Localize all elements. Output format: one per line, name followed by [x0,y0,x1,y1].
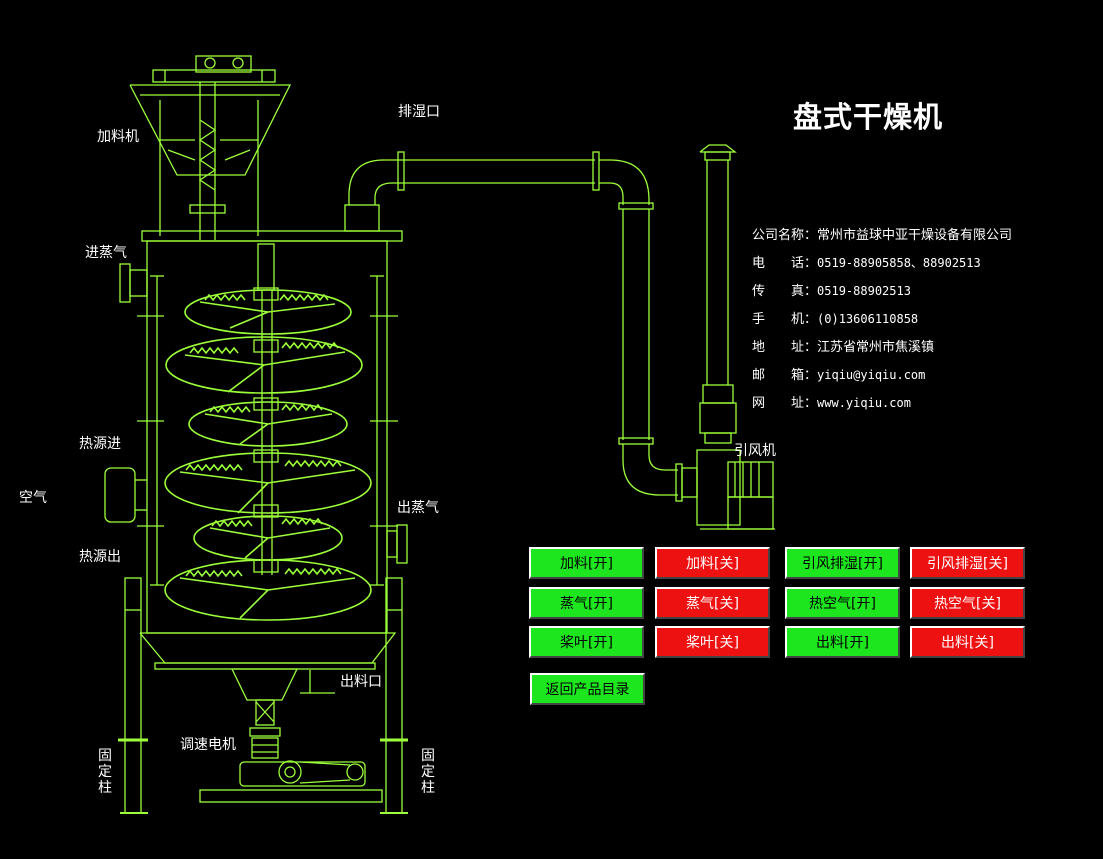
label-motor: 调速电机 [180,737,236,753]
page-title: 盘式干燥机 [793,100,944,134]
feed-on-button[interactable]: 加料[开] [529,547,644,579]
label-fan: 引风机 [734,443,776,459]
paddle-off-button[interactable]: 桨叶[关] [655,626,770,658]
info-company: 公司名称：常州市益球中亚干燥设备有限公司 [752,228,1013,243]
label-heat-in: 热源进 [79,436,121,452]
info-mobile: 手 机：(0)13606110858 [752,312,919,327]
discharge-off-button[interactable]: 出料[关] [910,626,1025,658]
info-website: 网 址：www.yiqiu.com [752,396,911,411]
feed-off-button[interactable]: 加料[关] [655,547,770,579]
induced-fan [696,144,775,530]
feed-hopper [129,82,292,240]
steam-off-button[interactable]: 蒸气[关] [655,587,770,619]
paddle-on-button[interactable]: 桨叶[开] [529,626,644,658]
drying-trays [164,289,372,621]
fan-exhaust-on-button[interactable]: 引风排湿[开] [785,547,900,579]
steam-on-button[interactable]: 蒸气[开] [529,587,644,619]
label-exhaust: 排湿口 [398,104,440,120]
label-steam-in: 进蒸气 [85,245,127,261]
dryer-vessel [104,230,408,814]
info-phone: 电 话：0519-88905858、88902513 [752,256,981,271]
info-fax: 传 真：0519-88902513 [752,284,911,299]
label-heat-out: 热源出 [79,549,121,565]
info-email: 邮 箱：yiqiu@yiqiu.com [752,368,926,383]
label-air: 空气 [19,490,47,506]
exhaust-duct [344,151,698,502]
discharge-on-button[interactable]: 出料[开] [785,626,900,658]
label-discharge: 出料口 [340,674,382,690]
label-feeder: 加料机 [97,129,139,145]
back-to-catalog-button[interactable]: 返回产品目录 [530,673,645,705]
hot-air-off-button[interactable]: 热空气[关] [910,587,1025,619]
central-shaft [253,243,279,575]
hot-air-on-button[interactable]: 热空气[开] [785,587,900,619]
info-address: 地 址：江苏省常州市焦溪镇 [752,340,935,355]
label-steam-out: 出蒸气 [397,500,439,516]
label-fixed-column-right: 固定柱 [421,748,435,796]
label-fixed-column-left: 固定柱 [98,748,112,796]
feeder-drive [152,55,276,83]
fan-exhaust-off-button[interactable]: 引风排湿[关] [910,547,1025,579]
